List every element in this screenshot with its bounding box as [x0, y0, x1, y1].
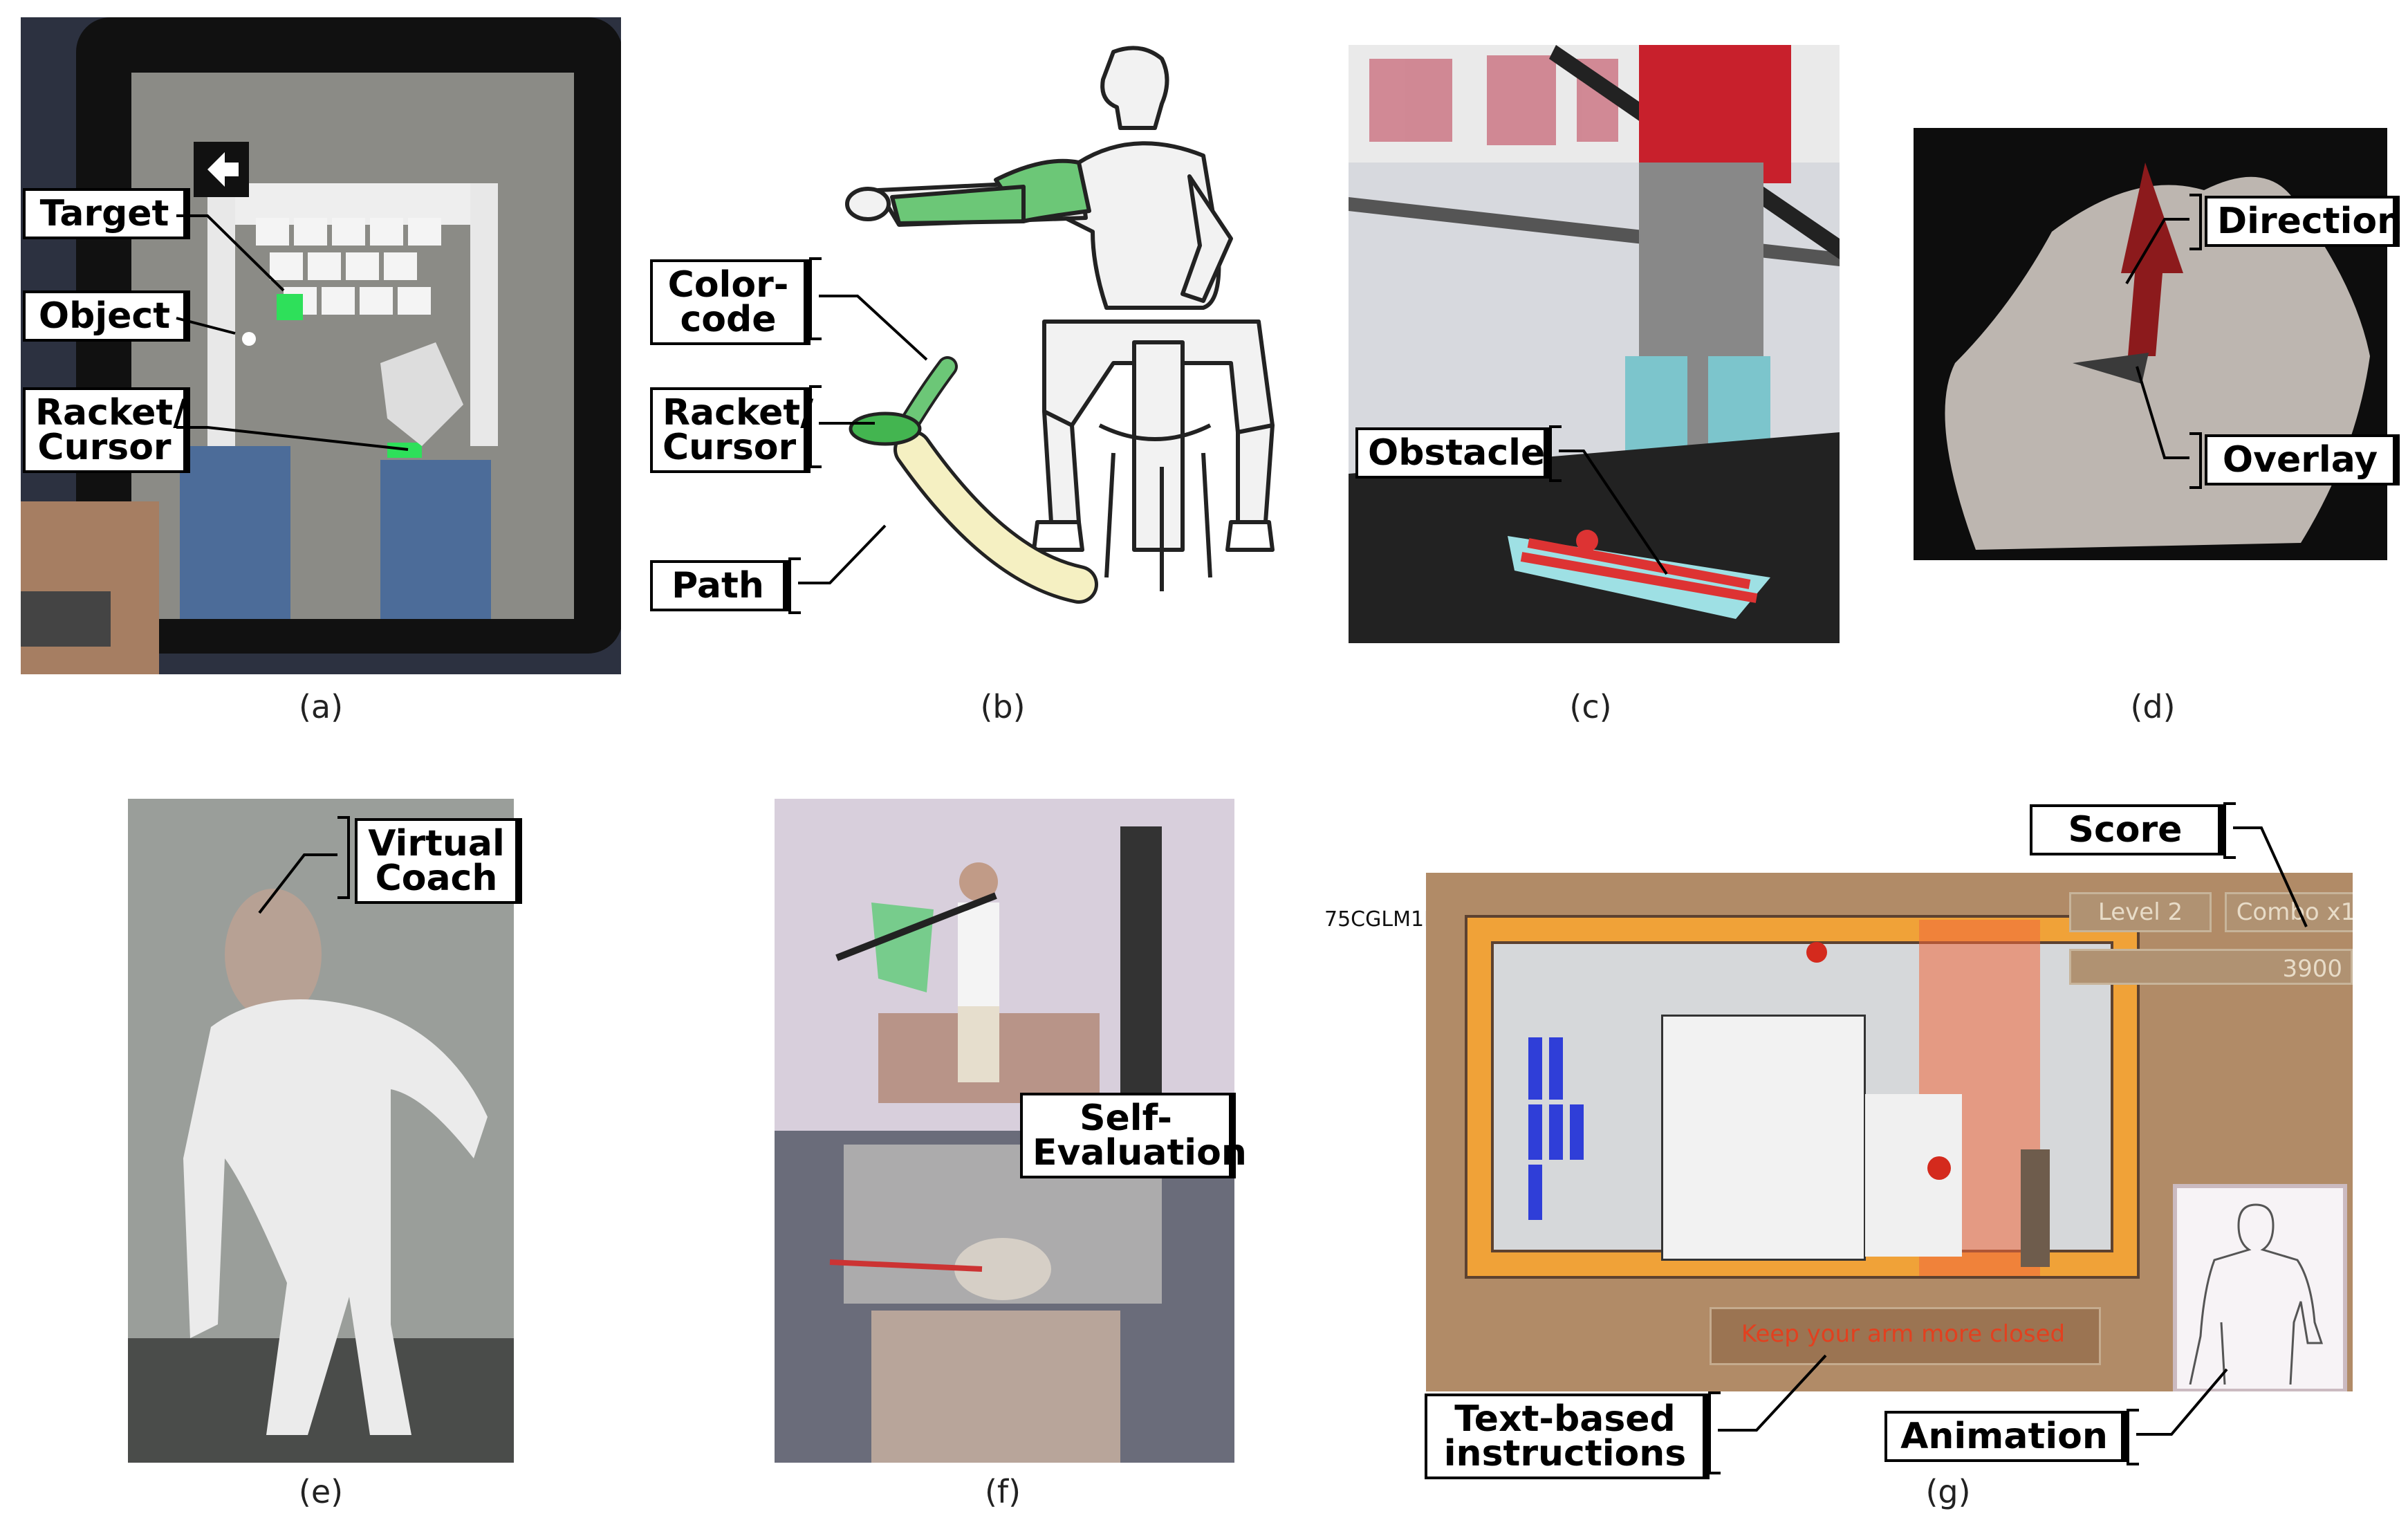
caption-f: (f) [984, 1473, 1021, 1510]
bracket [1708, 1391, 1721, 1474]
bracket [2127, 1409, 2139, 1465]
energy-bar [1549, 1104, 1563, 1160]
racket-cursor-label-b: Racket/ Cursor [650, 387, 814, 473]
bracket [1549, 425, 1562, 482]
color-code-label: Color- code [650, 259, 806, 345]
energy-bar [1528, 1165, 1542, 1220]
caption-a: (a) [298, 688, 344, 725]
bracket [788, 557, 801, 614]
bracket [2223, 802, 2236, 859]
racket-text: Racket/ [35, 392, 187, 434]
cursor-text: Cursor [663, 427, 797, 468]
energy-bar [1570, 1104, 1584, 1160]
self-evaluation-label: Self- Evaluation [1020, 1093, 1247, 1178]
virtual-coach-label: Virtual Coach [355, 818, 518, 904]
ball-1 [1806, 942, 1827, 963]
cursor-text: Cursor [37, 427, 172, 468]
animation-box [2173, 1184, 2347, 1391]
game-door [1661, 1015, 1866, 1261]
energy-bar [1528, 1104, 1542, 1160]
racket-cursor-label-a: Racket/ Cursor [23, 387, 186, 473]
coach-text: Coach [375, 858, 498, 899]
caption-c: (c) [1569, 688, 1612, 725]
instruction-box [1710, 1307, 2101, 1365]
path-illustration [849, 356, 1098, 604]
energy-bar [1528, 1037, 1542, 1100]
game-code-text: 75CGLM1E [1324, 907, 1438, 932]
evaluation-text: Evaluation [1032, 1132, 1247, 1174]
tablet-illustration [21, 17, 621, 674]
panel-g-game: Level 2 Combo x1 3900 Keep your arm more… [1426, 873, 2353, 1391]
path-label: Path [650, 560, 786, 611]
caption-e: (e) [298, 1473, 344, 1510]
game-post [2021, 1149, 2050, 1267]
ball-2 [1927, 1156, 1951, 1180]
panel-e-photo [128, 799, 514, 1463]
panel-a-photo [21, 17, 621, 674]
direction-label: Direction [2205, 196, 2402, 247]
caption-b: (b) [980, 688, 1026, 725]
seated-person-illustration [845, 46, 1275, 591]
score-value: 3900 [2069, 949, 2353, 985]
caption-g: (g) [1925, 1473, 1971, 1510]
panel-f-photo [775, 799, 1234, 1463]
panel-b-drawing [816, 38, 1314, 633]
caption-d: (d) [2130, 688, 2176, 725]
combo-indicator: Combo x1 [2225, 892, 2353, 932]
obstacle-label: Obstacle [1355, 427, 1546, 479]
animation-label: Animation [1884, 1411, 2124, 1462]
racket-text: Racket/ [663, 392, 814, 434]
text-based-text: Text-based [1454, 1398, 1676, 1440]
bracket [809, 257, 822, 340]
overlay-label: Overlay [2205, 434, 2396, 485]
score-label: Score [2030, 804, 2221, 855]
instructions-text: instructions [1443, 1433, 1687, 1474]
code-text: code [680, 299, 777, 340]
target-label: Target [23, 188, 186, 239]
self-text: Self- [1080, 1098, 1172, 1139]
instruction-text: Keep your arm more closed [1741, 1320, 2066, 1348]
bracket [809, 385, 822, 468]
text-instructions-label: Text-based instructions [1425, 1394, 1705, 1479]
virtual-text: Virtual [368, 823, 505, 864]
object-label: Object [23, 290, 186, 342]
energy-bar [1549, 1037, 1563, 1100]
panel-c-photo [1349, 45, 1840, 643]
color-text: Color- [667, 264, 789, 306]
level-indicator: Level 2 [2069, 892, 2212, 932]
